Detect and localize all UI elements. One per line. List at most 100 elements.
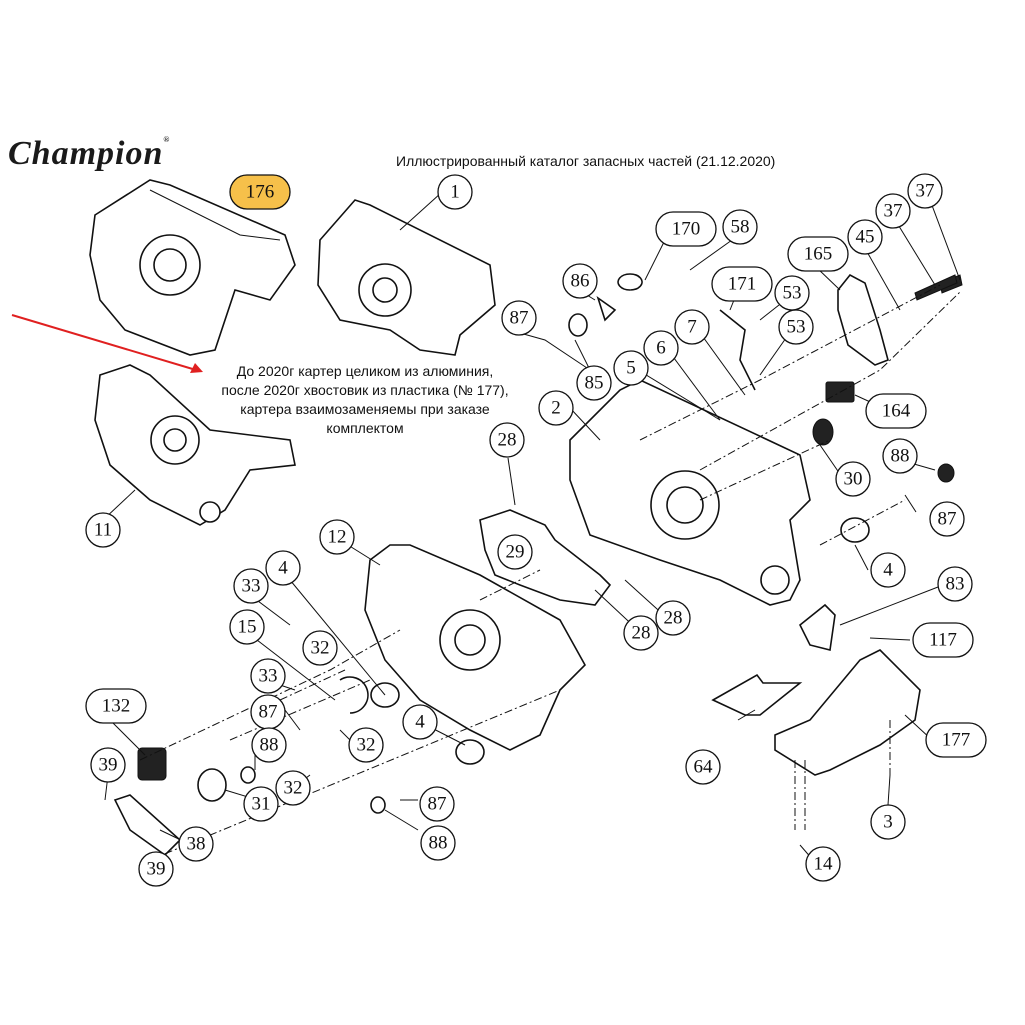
callout-shape <box>870 552 906 588</box>
callout-label: 170 <box>672 219 701 240</box>
callout-5: 5 <box>613 350 649 386</box>
callout-shape <box>912 622 974 658</box>
callout-165: 165 <box>787 236 849 272</box>
callout-38: 38 <box>178 826 214 862</box>
callout-label: 12 <box>328 527 347 548</box>
callout-28: 28 <box>655 600 691 636</box>
callout-shape <box>402 704 438 740</box>
callout-label: 37 <box>916 181 935 202</box>
callout-shape <box>251 727 287 763</box>
callout-shape <box>250 658 286 694</box>
callout-32: 32 <box>275 770 311 806</box>
callout-14: 14 <box>805 846 841 882</box>
callout-shape <box>437 174 473 210</box>
callout-shape <box>85 512 121 548</box>
callout-88: 88 <box>420 825 456 861</box>
callout-4: 4 <box>402 704 438 740</box>
callout-shape <box>319 519 355 555</box>
callout-label: 83 <box>946 574 965 595</box>
callout-label: 4 <box>415 712 425 733</box>
note-line: комплектом <box>326 420 404 436</box>
tail-177 <box>774 649 921 776</box>
callout-shape <box>882 438 918 474</box>
callout-shape <box>778 309 814 345</box>
crankcase-half-12 <box>364 544 586 751</box>
callout-label: 53 <box>787 317 806 338</box>
callout-label: 11 <box>94 520 112 541</box>
callout-label: 87 <box>510 308 529 329</box>
callout-shape <box>613 350 649 386</box>
callout-177: 177 <box>925 722 987 758</box>
callout-label: 30 <box>844 469 863 490</box>
callout-117: 117 <box>912 622 974 658</box>
callout-label: 37 <box>884 201 903 222</box>
callout-label: 28 <box>664 608 683 629</box>
callout-170: 170 <box>655 211 717 247</box>
callout-label: 88 <box>429 833 448 854</box>
callout-label: 58 <box>731 217 750 238</box>
plate-165 <box>837 273 889 366</box>
callout-label: 45 <box>856 227 875 248</box>
callout-33: 33 <box>250 658 286 694</box>
callout-label: 87 <box>428 794 447 815</box>
callout-label: 88 <box>891 446 910 467</box>
callout-label: 31 <box>252 794 271 815</box>
callout-label: 33 <box>259 666 278 687</box>
red-arrow-icon <box>11 314 203 373</box>
crankcase-11 <box>94 364 296 526</box>
catalog-title: Иллюстрированный каталог запасных частей… <box>396 153 776 169</box>
assembly-lines <box>139 284 961 861</box>
small-parts <box>113 273 963 857</box>
callout-39: 39 <box>90 747 126 783</box>
callout-87: 87 <box>929 501 965 537</box>
callout-label: 176 <box>246 182 275 203</box>
callout-label: 7 <box>687 317 697 338</box>
callout-shape <box>835 461 871 497</box>
callout-shape <box>233 568 269 604</box>
callout-shape <box>538 390 574 426</box>
callout-88: 88 <box>251 727 287 763</box>
registered-mark: ® <box>163 135 171 144</box>
callout-11: 11 <box>85 512 121 548</box>
callout-1: 1 <box>437 174 473 210</box>
callout-shape <box>576 365 612 401</box>
callout-83: 83 <box>937 566 973 602</box>
callout-shape <box>711 266 773 302</box>
callout-label: 86 <box>571 271 590 292</box>
callout-label: 33 <box>242 576 261 597</box>
callout-164: 164 <box>865 393 927 429</box>
note-line: До 2020г картер целиком из алюминия, <box>236 363 494 379</box>
compatibility-note: До 2020г картер целиком из алюминия, пос… <box>205 362 525 438</box>
callout-label: 177 <box>942 730 971 751</box>
callout-shape <box>870 804 906 840</box>
callout-87: 87 <box>250 694 286 730</box>
callout-label: 39 <box>99 755 118 776</box>
note-line: картера взаимозаменяемы при заказе <box>240 401 490 417</box>
callout-label: 1 <box>450 182 460 203</box>
callout-label: 15 <box>238 617 257 638</box>
callout-label: 4 <box>883 560 893 581</box>
callout-86: 86 <box>562 263 598 299</box>
callout-85: 85 <box>576 365 612 401</box>
callout-7: 7 <box>674 309 710 345</box>
callout-shape <box>685 749 721 785</box>
callout-label: 132 <box>102 696 131 717</box>
callout-53: 53 <box>774 275 810 311</box>
callout-label: 39 <box>147 859 166 880</box>
callout-shape <box>419 786 455 822</box>
callout-label: 2 <box>551 398 561 419</box>
callout-shape <box>805 846 841 882</box>
callout-132: 132 <box>85 688 147 724</box>
callout-shape <box>229 174 291 210</box>
crankcase-2 <box>569 379 811 606</box>
callout-37: 37 <box>907 173 943 209</box>
callout-shape <box>655 211 717 247</box>
callout-label: 29 <box>506 542 525 563</box>
callout-shape <box>674 309 710 345</box>
callout-shape <box>623 615 659 651</box>
callout-shape <box>655 600 691 636</box>
callout-shape <box>243 786 279 822</box>
callout-shape <box>229 609 265 645</box>
callout-shape <box>875 193 911 229</box>
